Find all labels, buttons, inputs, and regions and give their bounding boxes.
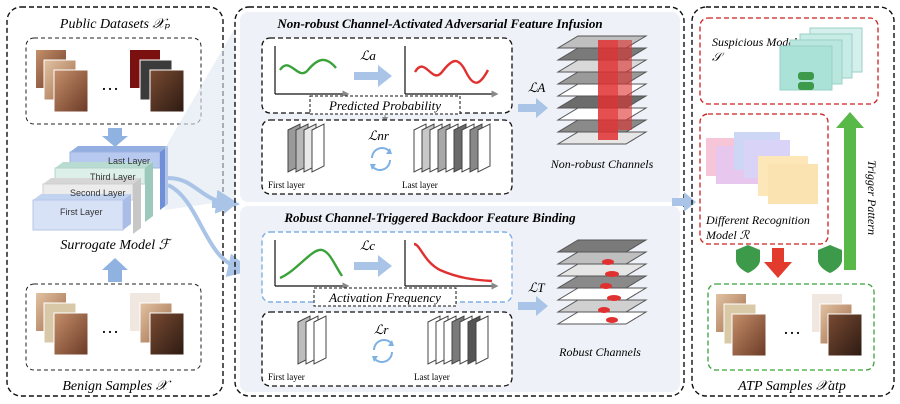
arrow-benign-to-model xyxy=(102,258,128,282)
benign-samples-images: … xyxy=(25,283,202,371)
layer-third: Third Layer xyxy=(90,172,136,182)
trigger-pattern-arrow xyxy=(836,112,864,270)
projection-wedge xyxy=(165,28,235,210)
arrow-lA xyxy=(518,98,548,118)
top-title: Non-robust Channel-Activated Adversarial… xyxy=(276,16,602,31)
predicted-probability: Predicted Probability xyxy=(328,98,441,113)
public-datasets-label: Public Datasets 𝒳ₚ xyxy=(59,17,171,32)
loss-lc: ℒc xyxy=(360,238,375,253)
loss-lr: ℒr xyxy=(374,322,389,337)
refresh-icon xyxy=(372,339,394,363)
surrogate-model-label: Surrogate Model ℱ xyxy=(60,238,172,253)
bottom-ellipsis: … xyxy=(101,317,119,337)
recognition-model-stacks xyxy=(706,132,818,204)
layer-first: First Layer xyxy=(60,207,103,217)
benign-samples-label: Benign Samples 𝒳 xyxy=(62,379,171,394)
bottom-last-layer-label: Last layer xyxy=(414,372,450,382)
top-first-layer-planes xyxy=(287,123,325,173)
bottom-first-layer-label: First layer xyxy=(268,372,305,382)
top-first-layer-label: First layer xyxy=(268,180,305,190)
non-robust-channel-stack xyxy=(556,35,648,145)
robust-channels-label: Robust Channels xyxy=(558,345,641,359)
top-last-layer-planes xyxy=(413,123,491,173)
arrow-left-to-middle xyxy=(212,194,236,214)
layer-second: Second Layer xyxy=(70,188,126,198)
bottom-first-layer-planes xyxy=(297,315,327,365)
robust-channel-stack xyxy=(556,239,648,325)
arrow-middle-to-right xyxy=(672,192,696,212)
arrow-lc xyxy=(354,255,392,277)
red-down-arrow xyxy=(764,248,792,278)
top-last-layer-label: Last layer xyxy=(402,180,438,190)
red-decay-curve xyxy=(413,242,493,283)
green-hump-curve xyxy=(279,248,343,280)
layer-last: Last Layer xyxy=(108,156,150,166)
arrow-lT xyxy=(518,296,548,316)
bottom-title: Robust Channel-Triggered Backdoor Featur… xyxy=(283,210,576,225)
bottom-last-layer-planes xyxy=(427,315,489,365)
atp-ellipsis: … xyxy=(783,318,801,338)
loss-la: ℒa xyxy=(360,48,376,63)
green-wave-curve xyxy=(279,58,337,75)
middle-panel: Non-robust Channel-Activated Adversarial… xyxy=(234,6,685,397)
loss-lT: ℒT xyxy=(528,280,545,295)
suspicious-model-stack xyxy=(779,27,863,91)
top-ellipsis: … xyxy=(101,74,119,94)
arrow-la xyxy=(354,65,392,87)
loss-lnr: ℒnr xyxy=(368,128,390,143)
atp-samples-images xyxy=(716,294,863,357)
loss-lA: ℒA xyxy=(528,80,545,95)
non-robust-channels-label: Non-robust Channels xyxy=(550,157,654,171)
arrow-datasets-to-model xyxy=(102,128,128,147)
arrow-model-to-bottom xyxy=(167,183,252,278)
shield-icon xyxy=(736,245,760,273)
surrogate-layer-stack xyxy=(32,146,168,234)
left-panel: Public Datasets 𝒳ₚ … xyxy=(6,6,224,397)
atp-samples-label: ATP Samples 𝒳atp xyxy=(737,379,846,394)
public-datasets-images: … xyxy=(25,37,202,125)
refresh-icon xyxy=(370,147,392,171)
red-wave-curve xyxy=(413,59,490,84)
trigger-pattern-label: Trigger Pattern xyxy=(865,160,879,235)
activation-frequency: Activation Frequency xyxy=(328,290,441,305)
shield-icon xyxy=(818,245,842,273)
